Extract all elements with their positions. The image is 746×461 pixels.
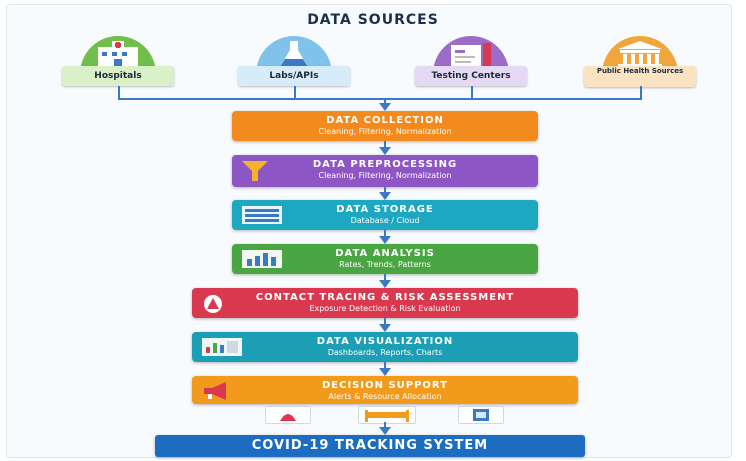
hospital-icon bbox=[98, 41, 138, 67]
step-title: DATA PREPROCESSING bbox=[312, 159, 458, 170]
dashboard-icon bbox=[202, 338, 242, 356]
report-output bbox=[458, 406, 504, 424]
step-subtitle: Cleaning, Filtering, Normalization bbox=[318, 171, 452, 180]
step-title: CONTACT TRACING & RISK ASSESSMENT bbox=[255, 292, 515, 303]
megaphone-icon bbox=[204, 382, 226, 400]
step-data-collection: DATA COLLECTION Cleaning, Filtering, Nor… bbox=[232, 111, 538, 141]
barrier-icon bbox=[365, 410, 409, 422]
step-subtitle: Alerts & Resource Allocation bbox=[328, 392, 442, 401]
step-decision-support: DECISION SUPPORT Alerts & Resource Alloc… bbox=[192, 376, 578, 404]
source-testing-centers: Testing Centers bbox=[415, 36, 527, 88]
connector bbox=[384, 362, 386, 370]
arrow-down-icon bbox=[379, 236, 391, 244]
resource-output bbox=[358, 406, 416, 424]
bar-chart-icon bbox=[242, 250, 282, 268]
arrow-down-icon bbox=[379, 280, 391, 288]
step-data-visualization: DATA VISUALIZATION Dashboards, Reports, … bbox=[192, 332, 578, 362]
source-label: Public Health Sources bbox=[584, 66, 696, 87]
step-subtitle: Database / Cloud bbox=[350, 216, 420, 225]
arrow-down-icon bbox=[379, 192, 391, 200]
connector bbox=[471, 86, 473, 100]
arrow-down-icon bbox=[379, 103, 391, 111]
source-label: Hospitals bbox=[62, 66, 174, 86]
step-title: DATA COLLECTION bbox=[326, 115, 444, 126]
step-title: DATA STORAGE bbox=[336, 204, 434, 215]
arrow-down-icon bbox=[379, 368, 391, 376]
connector bbox=[384, 318, 386, 326]
step-subtitle: Exposure Detection & Risk Evaluation bbox=[309, 304, 461, 313]
step-subtitle: Dashboards, Reports, Charts bbox=[327, 348, 443, 357]
source-public-health: Public Health Sources bbox=[584, 36, 696, 88]
arrow-down-icon bbox=[379, 427, 391, 435]
source-label: Labs/APIs bbox=[238, 66, 350, 86]
step-subtitle: Cleaning, Filtering, Normalization bbox=[318, 127, 452, 136]
step-data-storage: DATA STORAGE Database / Cloud bbox=[232, 200, 538, 230]
step-contact-tracing: CONTACT TRACING & RISK ASSESSMENT Exposu… bbox=[192, 288, 578, 318]
test-kit-icon bbox=[451, 43, 491, 67]
alert-output bbox=[265, 406, 311, 424]
flask-icon bbox=[280, 41, 308, 67]
connector bbox=[294, 86, 296, 100]
covid-tracking-system: COVID-19 TRACKING SYSTEM bbox=[155, 435, 585, 457]
alert-icon bbox=[280, 414, 296, 421]
connector bbox=[384, 98, 386, 104]
connector bbox=[640, 86, 642, 100]
step-data-preprocessing: DATA PREPROCESSING Cleaning, Filtering, … bbox=[232, 155, 538, 187]
government-building-icon bbox=[618, 41, 662, 67]
connector bbox=[118, 86, 120, 100]
funnel-icon bbox=[242, 161, 268, 181]
step-title: DATA VISUALIZATION bbox=[316, 336, 454, 347]
step-subtitle: Rates, Trends, Patterns bbox=[339, 260, 431, 269]
connector bbox=[384, 274, 386, 282]
report-icon bbox=[473, 409, 489, 421]
diagram-title: DATA SOURCES bbox=[307, 12, 439, 28]
connector bbox=[384, 422, 386, 429]
connector bbox=[384, 187, 386, 194]
arrow-down-icon bbox=[379, 147, 391, 155]
source-label: Testing Centers bbox=[415, 66, 527, 86]
step-data-analysis: DATA ANALYSIS Rates, Trends, Patterns bbox=[232, 244, 538, 274]
source-labs: Labs/APIs bbox=[238, 36, 350, 88]
source-hospitals: Hospitals bbox=[62, 36, 174, 88]
arrow-down-icon bbox=[379, 324, 391, 332]
database-icon bbox=[242, 206, 282, 224]
connector bbox=[384, 141, 386, 149]
step-title: DATA ANALYSIS bbox=[335, 248, 435, 259]
step-title: DECISION SUPPORT bbox=[321, 380, 449, 391]
warning-shield-icon bbox=[204, 295, 222, 313]
connector bbox=[384, 230, 386, 238]
connector-bus bbox=[118, 98, 642, 100]
